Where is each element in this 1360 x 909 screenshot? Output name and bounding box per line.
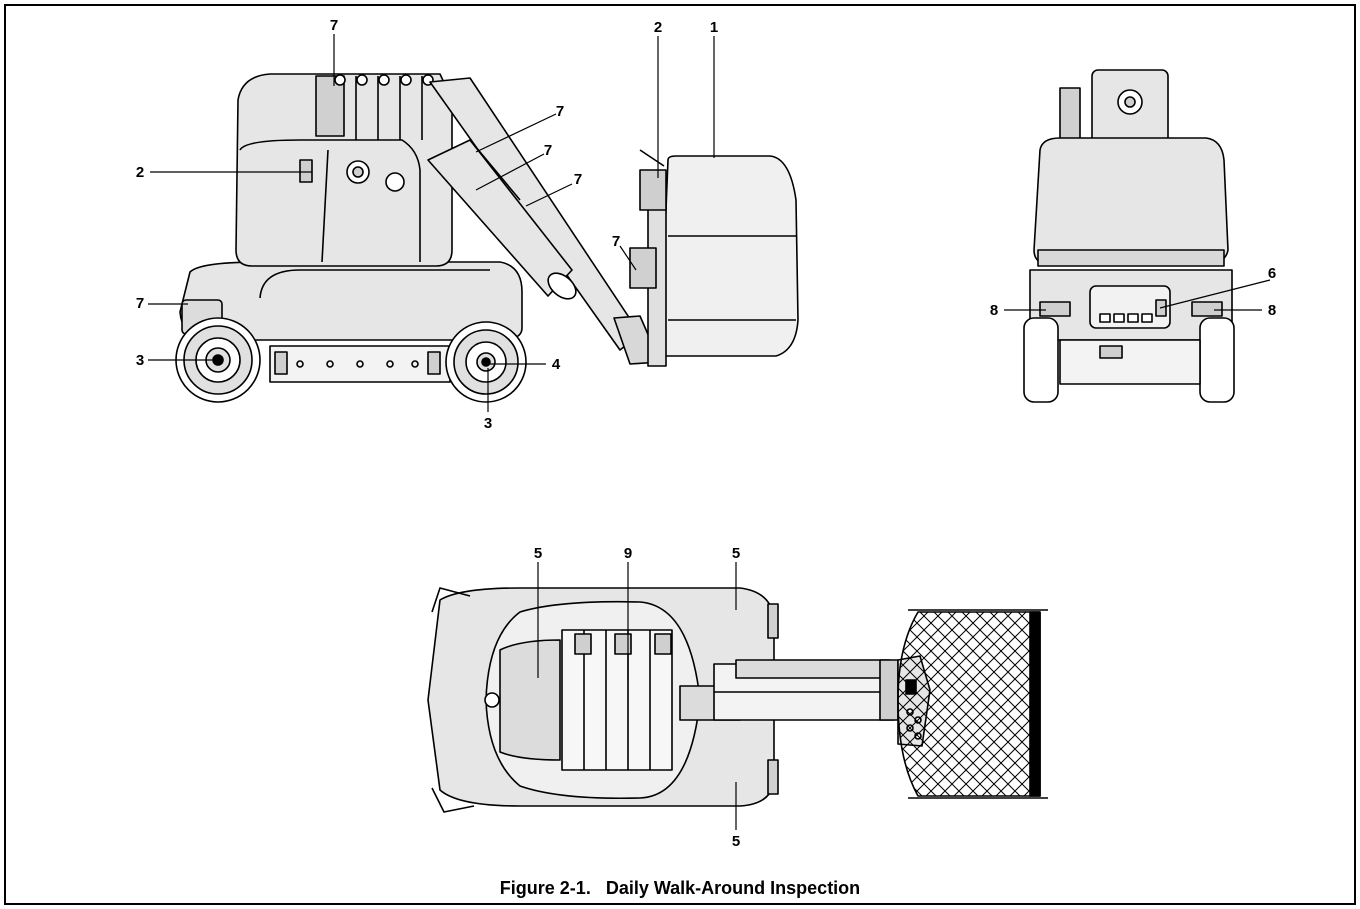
callout-2-platform: 2 [654,19,662,36]
platform-basket [659,155,799,357]
callout-7-platform: 7 [612,233,620,250]
top-platform-mesh [897,611,1041,797]
callout-5-left: 5 [534,545,542,562]
callout-5-bottom: 5 [732,833,740,850]
figure-border [4,4,1356,905]
top-view [427,587,1048,813]
callout-1: 1 [710,19,718,36]
callout-8-right: 8 [1268,302,1276,319]
callout-8-left: 8 [990,302,998,319]
chassis-lower-panel [269,345,451,383]
callout-6: 6 [1268,265,1276,282]
callout-7-boom-a: 7 [556,103,564,120]
callout-2-left: 2 [136,164,144,181]
boom-lower [427,139,573,297]
rear-wheel-left [1023,317,1059,403]
callout-7-boom-c: 7 [574,171,582,188]
callout-3-bottom: 3 [484,415,492,432]
wheel-right [445,321,527,403]
rear-turntable [1033,137,1229,265]
side-view [175,73,799,403]
turntable-cab [235,73,453,267]
callout-5-right: 5 [732,545,740,562]
rear-wheel-right [1199,317,1235,403]
platform-control-box [639,169,667,211]
rear-view [1023,69,1235,403]
callout-3-left: 3 [136,352,144,369]
callout-7-top: 7 [330,17,338,34]
callout-7-boom-b: 7 [544,142,552,159]
callout-7-chassis: 7 [136,295,144,312]
leader-lines [148,34,1271,830]
figure-caption: Figure 2-1. Daily Walk-Around Inspection [499,878,861,898]
callout-labels: 7 7 7 7 7 7 2 2 1 3 3 4 6 8 8 5 9 5 5 [136,17,1276,850]
callout-4: 4 [552,356,561,373]
callout-9: 9 [624,545,632,562]
